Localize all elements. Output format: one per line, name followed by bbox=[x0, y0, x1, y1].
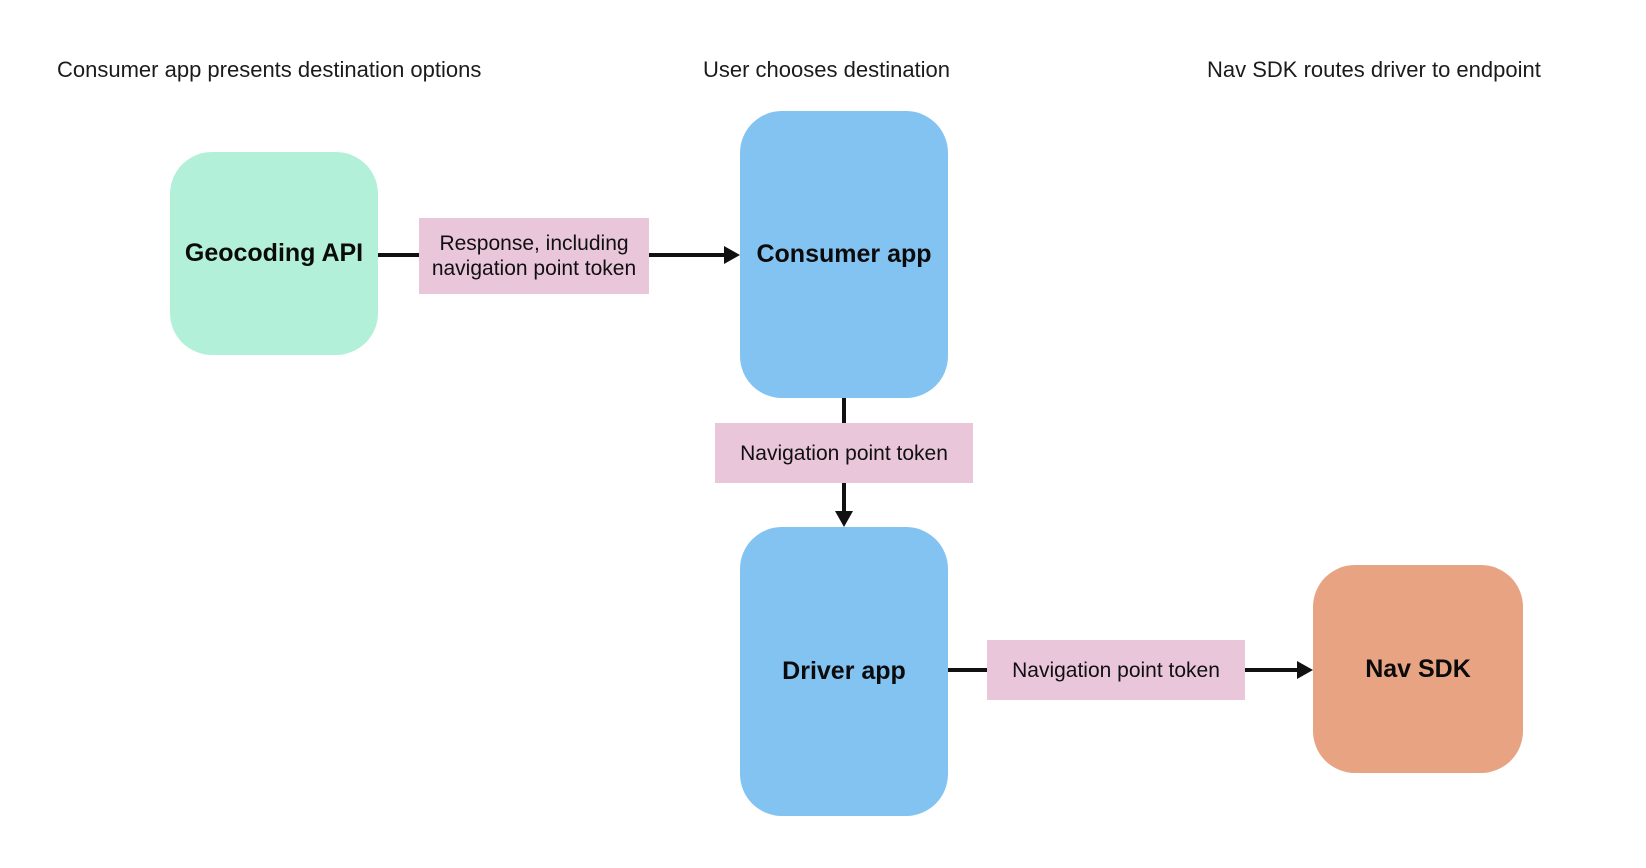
node-driver-app-label: Driver app bbox=[782, 657, 906, 685]
edge3-label: Navigation point token bbox=[987, 640, 1245, 700]
edge2-line-bottom bbox=[842, 483, 846, 513]
edge3-line-right bbox=[1245, 668, 1298, 672]
edge1-line-left bbox=[378, 253, 419, 257]
node-geocoding-api-label: Geocoding API bbox=[184, 239, 364, 267]
edge1-label: Response, including navigation point tok… bbox=[419, 218, 649, 294]
edge1-line-right bbox=[649, 253, 726, 257]
node-geocoding-api: Geocoding API bbox=[170, 152, 378, 355]
edge3-line-left bbox=[948, 668, 987, 672]
node-nav-sdk: Nav SDK bbox=[1313, 565, 1523, 773]
edge2-arrowhead-icon bbox=[835, 511, 853, 527]
edge3-arrowhead-icon bbox=[1297, 661, 1313, 679]
node-driver-app: Driver app bbox=[740, 527, 948, 816]
edge2-label: Navigation point token bbox=[715, 423, 973, 483]
edge1-arrowhead-icon bbox=[724, 246, 740, 264]
column-header-consumer-presents: Consumer app presents destination option… bbox=[57, 57, 482, 82]
node-nav-sdk-label: Nav SDK bbox=[1365, 654, 1471, 683]
node-consumer-app: Consumer app bbox=[740, 111, 948, 398]
edge2-line-top bbox=[842, 398, 846, 423]
column-header-navsdk-routes: Nav SDK routes driver to endpoint bbox=[1207, 57, 1541, 82]
node-consumer-app-label: Consumer app bbox=[756, 240, 932, 268]
column-header-user-chooses: User chooses destination bbox=[703, 57, 951, 82]
